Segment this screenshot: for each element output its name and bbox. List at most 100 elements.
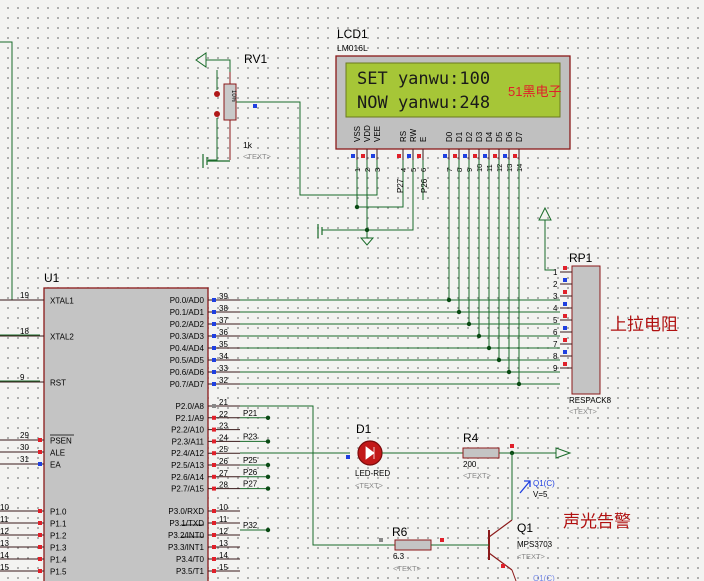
lcd-pin-number: 4	[399, 168, 408, 172]
u1-pin-state	[38, 450, 42, 454]
rp1-pin-state	[563, 266, 567, 270]
u1-pin-number: 10	[219, 503, 228, 512]
u1-pin-state	[212, 545, 216, 549]
u1-pin-name: P1.3	[50, 544, 67, 553]
rs-wire	[357, 160, 404, 208]
r6-body[interactable]	[394, 539, 432, 551]
u1-pin-state	[212, 334, 216, 338]
u1-pin-number: 31	[20, 455, 29, 464]
u1-pin-state	[212, 451, 216, 456]
u1-body[interactable]	[43, 287, 209, 581]
lcd-pin-state	[513, 154, 517, 158]
u1-pin-number: 33	[219, 364, 228, 373]
r4-ref: R4	[463, 431, 479, 445]
rp1-pin-state	[563, 314, 567, 318]
rp1-pin-number: 9	[553, 364, 558, 373]
lcd-line-1: SET yanwu:100	[357, 69, 490, 89]
r4-value: 200	[463, 460, 477, 469]
power-arrow-icon	[538, 206, 552, 221]
u1-pin-name: P1.2	[50, 532, 67, 541]
lcd-pin-name: D7	[515, 131, 524, 142]
q1-ref: Q1	[517, 521, 533, 535]
xtal1-wire	[0, 41, 40, 301]
lcd-pin-name: D2	[465, 131, 474, 142]
net-label: P25	[243, 456, 258, 465]
u1-pin-number: 28	[219, 481, 228, 490]
lcd-pin-state	[473, 154, 477, 158]
junction-dot	[265, 527, 271, 533]
u1-pin-state	[38, 462, 42, 466]
rp1-pin-state	[563, 362, 567, 366]
rp1-pin-number: 3	[553, 292, 558, 301]
r6-text-placeholder: <TEXT>	[393, 564, 422, 573]
power-arrow-icon	[195, 52, 231, 72]
junction-dot	[265, 439, 271, 444]
lcd-screen	[345, 62, 561, 118]
u1-pin-state	[38, 569, 42, 573]
u1-pin-name: P2.2/A10	[171, 426, 204, 435]
u1-pin-number-partial: 10	[0, 503, 9, 512]
u1-pin-state	[212, 463, 216, 467]
watermark-text: 51黑电子	[508, 84, 561, 99]
lcd-line-2: NOW yanwu:248	[357, 93, 490, 113]
r4-body[interactable]	[462, 447, 500, 459]
junction-dot	[506, 369, 512, 375]
u1-pin-state	[212, 346, 216, 350]
u1-pin-number: 22	[219, 410, 228, 419]
lcd-pin-name: RS	[399, 131, 408, 142]
lcd-pin-name: D3	[475, 131, 484, 142]
u1-pin-name: P1.1	[50, 520, 67, 529]
rv1-up-button[interactable]	[214, 91, 220, 97]
lcd-pin-state	[371, 154, 375, 158]
rp1-pin-state	[563, 326, 567, 330]
lcd-pin-number: 3	[373, 168, 382, 172]
u1-pin-name: P3.1/TXD	[169, 519, 204, 528]
u1-pin-state	[212, 404, 216, 408]
u1-pin-state	[212, 486, 216, 491]
u1-pin-state	[38, 533, 42, 537]
net-label-p26: P26	[420, 178, 429, 193]
u1-pin-name: P0.6/AD6	[170, 368, 205, 377]
rp1-pin-number: 2	[553, 280, 558, 289]
lcd-pin-state	[397, 154, 401, 158]
u1-pin-name: P3.3/INT1	[168, 543, 205, 552]
u1-pin-number: 13	[219, 539, 228, 548]
net-label: P26	[243, 468, 258, 477]
junction-dot	[354, 204, 360, 210]
d1-ref: D1	[356, 422, 372, 436]
rp1-pin-number: 8	[553, 352, 558, 361]
rp1-model: RESPACK8	[569, 396, 612, 405]
rp1-body[interactable]	[571, 265, 601, 395]
rv1-value: 1k	[243, 140, 253, 150]
u1-pin-state	[38, 438, 42, 442]
u1-pin-number: 11	[219, 515, 228, 524]
lcd-model: LM016L	[337, 43, 368, 53]
rv1-down-button[interactable]	[214, 111, 220, 117]
rp1-pin-number: 6	[553, 328, 558, 337]
ground-symbol	[359, 237, 375, 246]
u1-pin-state	[212, 310, 216, 314]
u1-ref: U1	[44, 271, 60, 285]
u1-pin-name: P1.4	[50, 556, 67, 565]
u1-pin-name: P0.0/AD0	[170, 296, 205, 305]
u1-pin-number-partial: 14	[0, 551, 9, 560]
rp1-ref: RP1	[569, 251, 593, 265]
u1-pin-number: 29	[20, 431, 29, 440]
u1-pin-name: P2.4/A12	[171, 449, 204, 458]
u1-pin-name: EA	[50, 461, 61, 470]
r6-value: 6.3	[393, 552, 405, 561]
u1-pin-name: P3.4/T0	[176, 555, 205, 564]
alarm-annotation: 声光告警	[563, 512, 631, 531]
rp1-pin-state	[563, 338, 567, 342]
q1-collector	[488, 519, 513, 538]
d1-text-placeholder: <TEXT>	[355, 481, 384, 490]
u1-pin-state	[38, 557, 42, 561]
diode-symbol	[365, 446, 375, 460]
battery-ground-icon	[317, 224, 323, 238]
rv1-wiper-wire	[236, 101, 378, 196]
junction-dot	[265, 486, 271, 491]
lcd-pin-name: D6	[505, 131, 514, 142]
lcd-pin-name: D4	[485, 131, 494, 142]
u1-pin-name: P3.2/INT0	[168, 531, 205, 540]
